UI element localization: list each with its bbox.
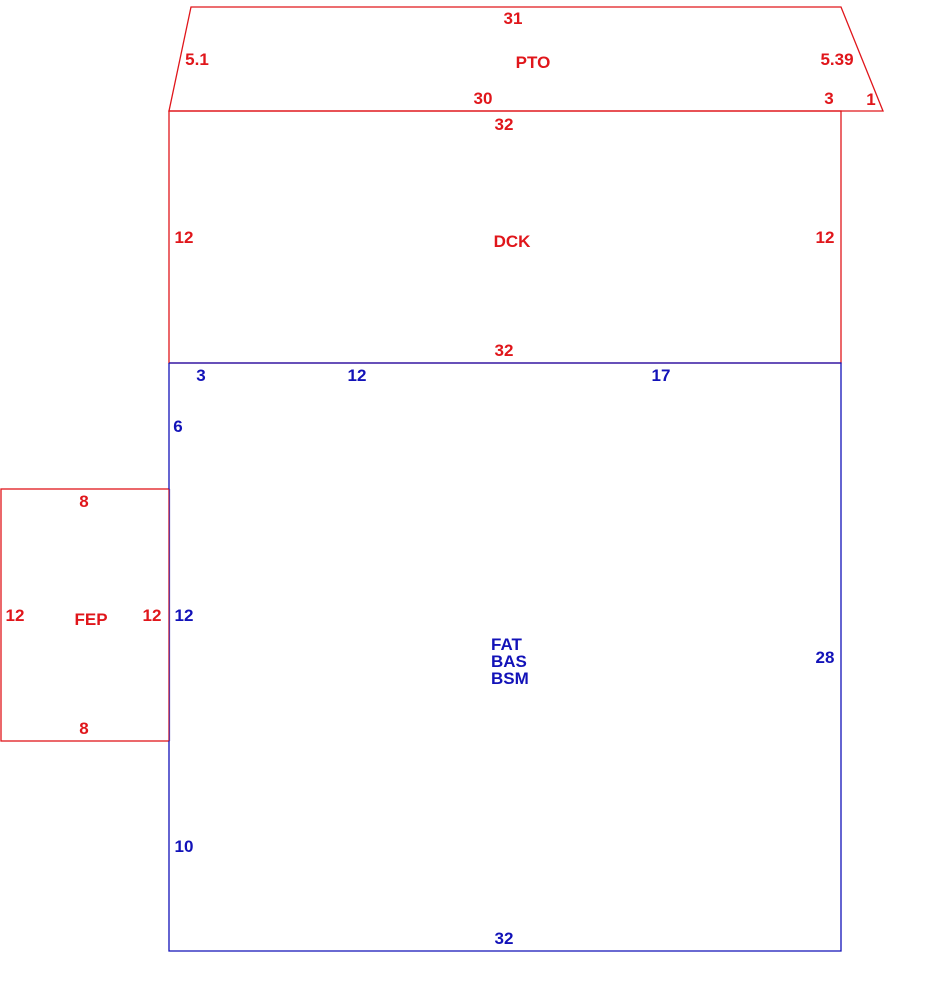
bsm-area-label: BSM bbox=[491, 669, 529, 688]
fat-right-dimension: 28 bbox=[816, 648, 835, 667]
fat-left-dimension-3: 10 bbox=[175, 837, 194, 856]
fat-top-dimension-1: 3 bbox=[196, 366, 205, 385]
fat-left-dimension-2: 12 bbox=[175, 606, 194, 625]
fep-bottom-dimension: 8 bbox=[79, 719, 88, 738]
fat-bottom-dimension: 32 bbox=[495, 929, 514, 948]
fat-top-dimension-2: 12 bbox=[348, 366, 367, 385]
pto-corner-dimension: 1 bbox=[866, 90, 875, 109]
pto-bottom-right-dimension: 3 bbox=[824, 89, 833, 108]
fat-top-dimension-3: 17 bbox=[652, 366, 671, 385]
fep-left-dimension: 12 bbox=[6, 606, 25, 625]
pto-bottom-dimension: 30 bbox=[474, 89, 493, 108]
dck-area-label: DCK bbox=[494, 232, 532, 251]
pto-top-dimension: 31 bbox=[504, 9, 523, 28]
fat-area-label: FAT bbox=[491, 635, 522, 654]
pto-left-dimension: 5.1 bbox=[185, 50, 209, 69]
dck-right-dimension: 12 bbox=[816, 228, 835, 247]
pto-outline[interactable] bbox=[168, 6, 884, 112]
fep-right-dimension: 12 bbox=[143, 606, 162, 625]
fep-area-label: FEP bbox=[74, 610, 107, 629]
dck-top-dimension: 32 bbox=[495, 115, 514, 134]
dck-left-dimension: 12 bbox=[175, 228, 194, 247]
bas-area-label: BAS bbox=[491, 652, 527, 671]
dck-bottom-dimension: 32 bbox=[495, 341, 514, 360]
fat-outline[interactable] bbox=[168, 362, 842, 952]
fep-top-dimension: 8 bbox=[79, 492, 88, 511]
pto-area-label: PTO bbox=[516, 53, 551, 72]
fat-left-dimension-1: 6 bbox=[173, 417, 182, 436]
pto-right-dimension: 5.39 bbox=[820, 50, 853, 69]
